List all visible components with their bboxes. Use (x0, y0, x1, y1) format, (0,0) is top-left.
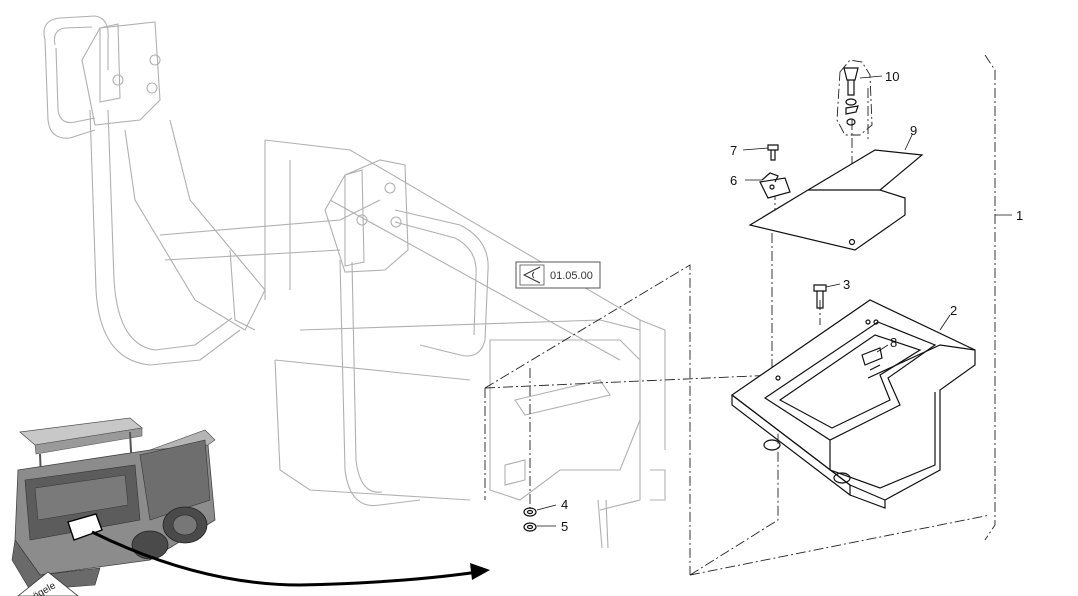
hinge-part-6 (759, 172, 791, 199)
callout-10: 10 (885, 69, 899, 84)
nut-part-5 (523, 522, 537, 532)
screw-part-7 (767, 144, 779, 161)
view-reference-icon (522, 266, 541, 284)
location-arrow (91, 530, 490, 587)
tool-box-part-2 (730, 299, 976, 509)
callout-1: 1 (1016, 208, 1023, 223)
latch-kit-part-10 (836, 59, 873, 136)
callout-leaders (536, 75, 1012, 527)
callout-3: 3 (843, 277, 850, 292)
callout-9: 9 (910, 123, 917, 138)
callout-4: 4 (561, 497, 568, 512)
screw-part-3 (813, 284, 827, 309)
callout-5: 5 (561, 519, 568, 534)
callout-6: 6 (730, 173, 737, 188)
lid-plate-part-9 (748, 149, 924, 251)
machine-frame-ghost (43, 15, 666, 549)
callout-2: 2 (950, 303, 957, 318)
callout-7: 7 (730, 143, 737, 158)
cross-reference-box[interactable]: 01.05.00 (515, 261, 601, 289)
machine-location-thumbnail: ögele (11, 417, 216, 596)
callout-8: 8 (890, 335, 897, 350)
washer-part-4 (523, 507, 537, 517)
reference-label: 01.05.00 (550, 270, 593, 282)
mounting-reference-lines (484, 54, 996, 576)
